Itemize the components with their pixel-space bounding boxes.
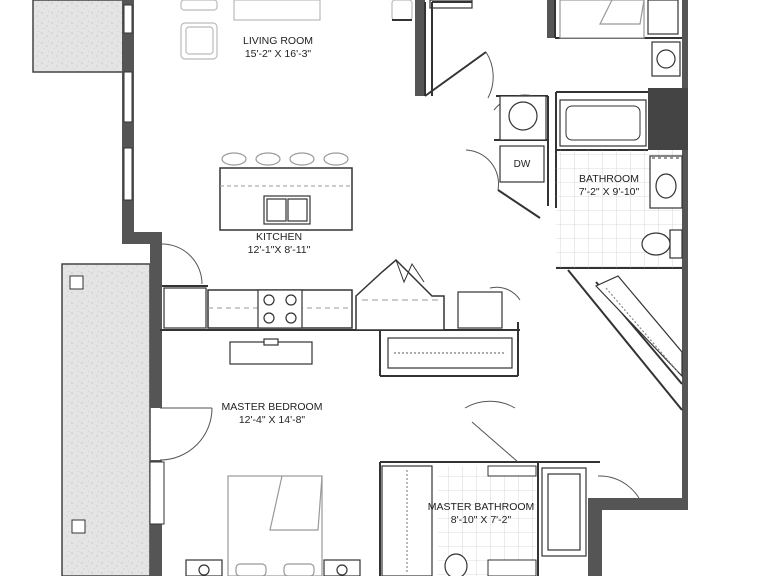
walk-in-closet [594, 275, 683, 378]
master-bedroom-name: MASTER BEDROOM [221, 401, 323, 413]
built-in-desk [229, 338, 313, 365]
bathroom-fixtures [556, 99, 683, 268]
balcony-lower [61, 263, 151, 576]
master-bedroom-size: 12'-4" X 14'-8" [238, 414, 306, 426]
master-bathroom-fixtures [381, 465, 587, 576]
windows-left [123, 4, 165, 525]
master-toilet [444, 553, 468, 576]
toilet [641, 229, 683, 259]
kitchen-counter [163, 258, 503, 331]
range [257, 289, 303, 329]
laundry: DW [499, 95, 547, 183]
living-room-size: 15'-2" X 16'-3" [244, 48, 312, 60]
upper-bedroom-furniture [429, 0, 681, 77]
living-room-label: LIVING ROOM 15'-2" X 16'-3" [243, 35, 313, 61]
hall-closet [387, 337, 513, 369]
master-closet [381, 465, 433, 576]
balcony-upper [32, 0, 124, 73]
partitions [160, 0, 683, 576]
kitchen-name: KITCHEN [255, 231, 303, 243]
entry-walls [392, 1, 472, 96]
master-bathroom-name: MASTER BATHROOM [427, 501, 535, 513]
bathroom-size: 7'-2" X 9'-10" [578, 186, 640, 198]
shower [541, 467, 587, 557]
living-room-furniture [180, 0, 413, 60]
master-bathroom-label: MASTER BATHROOM 8'-10" X 7'-2" [428, 501, 535, 527]
kitchen-island [219, 152, 353, 231]
bathroom-label: BATHROOM 7'-2" X 9'-10" [579, 173, 640, 199]
kitchen-label: KITCHEN 12'-1"X 8'-11" [248, 231, 311, 257]
master-bedroom-furniture [185, 475, 361, 576]
living-room-name: LIVING ROOM [242, 35, 314, 47]
bathroom-name: BATHROOM [579, 173, 639, 185]
kitchen-sink [263, 195, 311, 225]
kitchen-size: 12'-1"X 8'-11" [247, 244, 311, 256]
master-bedroom-label: MASTER BEDROOM 12'-4" X 14'-8" [222, 401, 323, 427]
master-bathroom-size: 8'-10" X 7'-2" [450, 514, 512, 526]
vanity [649, 155, 683, 209]
dishwasher-label: DW [514, 159, 531, 170]
